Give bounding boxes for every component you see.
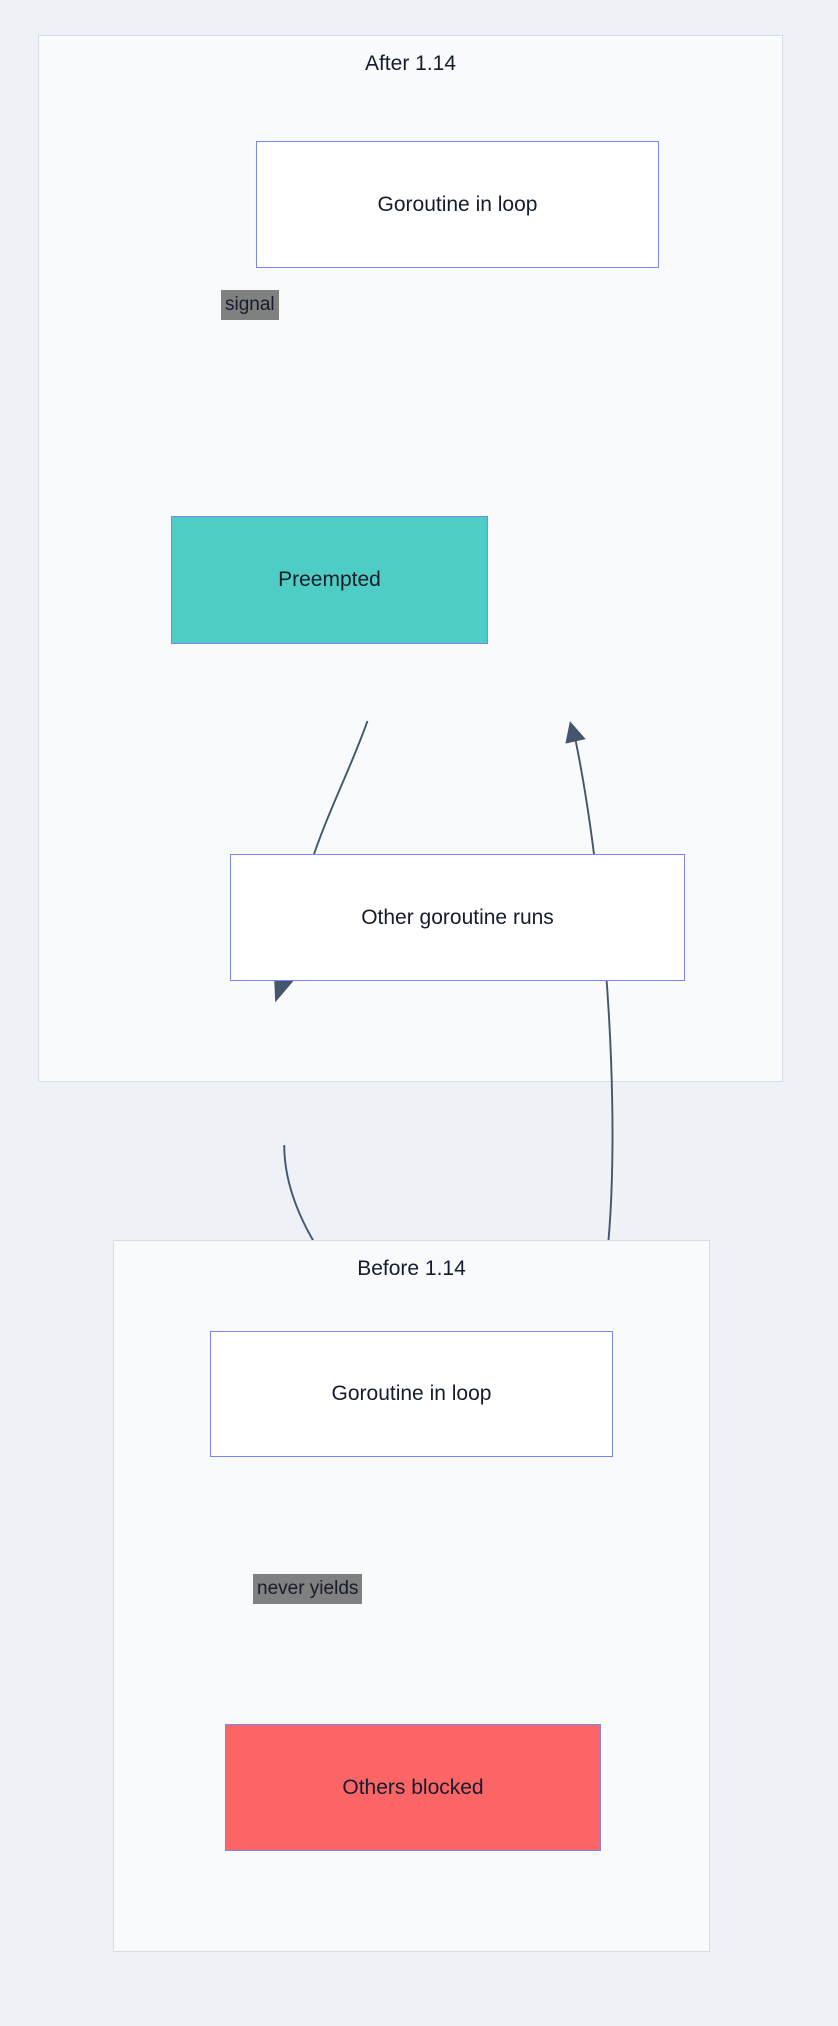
node-label: Others blocked	[342, 1775, 484, 1799]
node-before-others-blocked[interactable]: Others blocked	[225, 1724, 601, 1851]
panel-title-before: Before 1.14	[357, 1257, 466, 1280]
node-label: Preempted	[278, 568, 381, 592]
edge-label-never-yields: never yields	[253, 1574, 363, 1604]
panel-after-1-14: After 1.14 Goroutine in loop Preempted O…	[38, 35, 783, 1381]
edge-label-signal: signal	[221, 290, 279, 320]
node-label: Goroutine in loop	[377, 192, 538, 216]
node-before-goroutine-in-loop[interactable]: Goroutine in loop	[210, 1331, 613, 1457]
node-after-preempted[interactable]: Preempted	[171, 516, 488, 644]
panel-title-after: After 1.14	[364, 52, 457, 75]
node-after-goroutine-in-loop[interactable]: Goroutine in loop	[256, 141, 659, 268]
node-label: Goroutine in loop	[331, 1382, 492, 1406]
node-label: Other goroutine runs	[361, 905, 554, 929]
panel-before-1-14: Before 1.14 Goroutine in loop Others blo…	[113, 1240, 710, 1952]
node-after-other-goroutine-runs[interactable]: Other goroutine runs	[230, 854, 685, 981]
arrowhead-goroutine-loop	[565, 721, 586, 744]
